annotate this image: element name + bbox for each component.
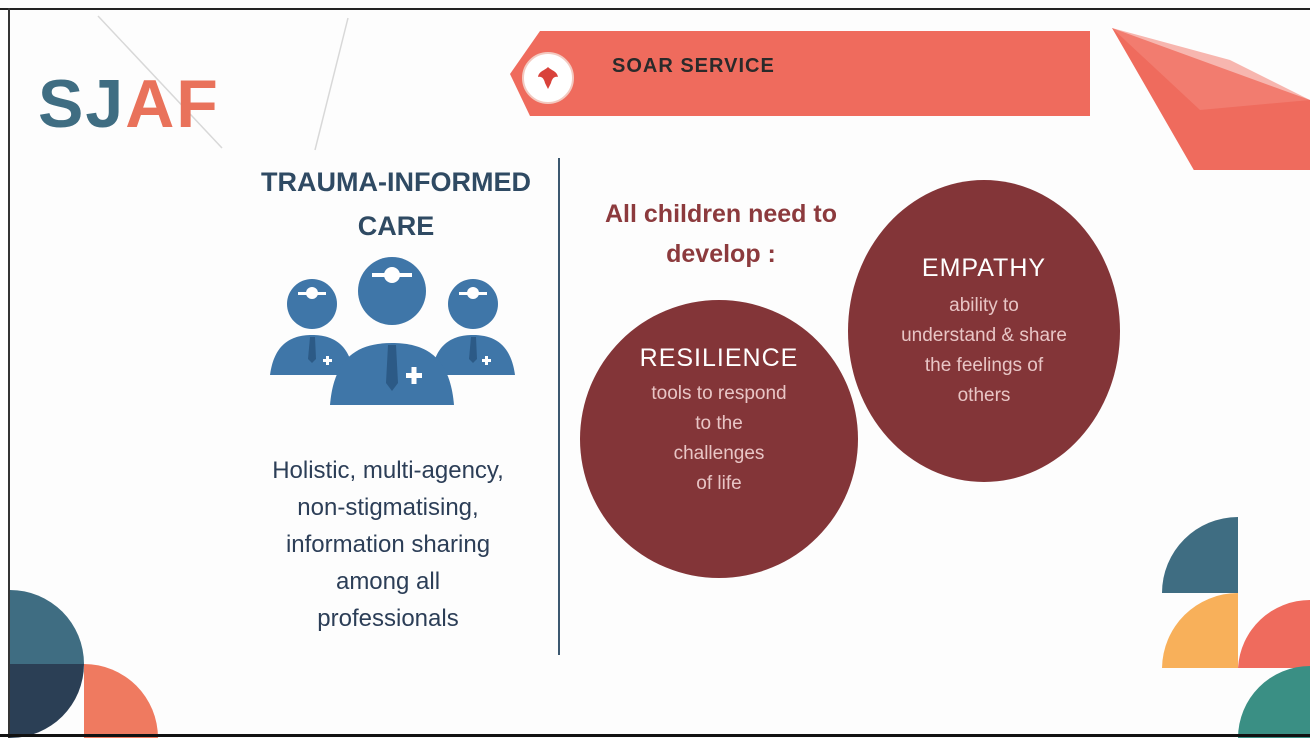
resilience-circle: RESILIENCE tools to respond to the chall… xyxy=(580,300,858,578)
sjaf-logo: SJAF xyxy=(38,66,220,142)
frame-left xyxy=(8,8,10,738)
resilience-title: RESILIENCE xyxy=(639,344,799,372)
empathy-text: ability to understand & share the feelin… xyxy=(901,295,1067,406)
banner-title: SOAR SERVICE xyxy=(612,55,775,77)
frame-top xyxy=(0,8,1310,10)
left-heading: TRAUMA-INFORMED CARE xyxy=(261,167,531,241)
empathy-clip xyxy=(1120,170,1310,490)
frame-bottom xyxy=(0,734,1310,737)
vertical-divider xyxy=(558,158,560,655)
doctors-icon xyxy=(270,257,515,405)
empathy-title: EMPATHY xyxy=(921,254,1047,282)
resilience-text: tools to respond to the challenges of li… xyxy=(651,383,787,494)
empathy-circle: EMPATHY ability to understand & share th… xyxy=(848,180,1120,482)
need-heading: All children need to develop : xyxy=(605,200,837,268)
phoenix-icon xyxy=(522,52,574,104)
care-description: Holistic, multi-agency, non-stigmatising… xyxy=(272,457,504,632)
